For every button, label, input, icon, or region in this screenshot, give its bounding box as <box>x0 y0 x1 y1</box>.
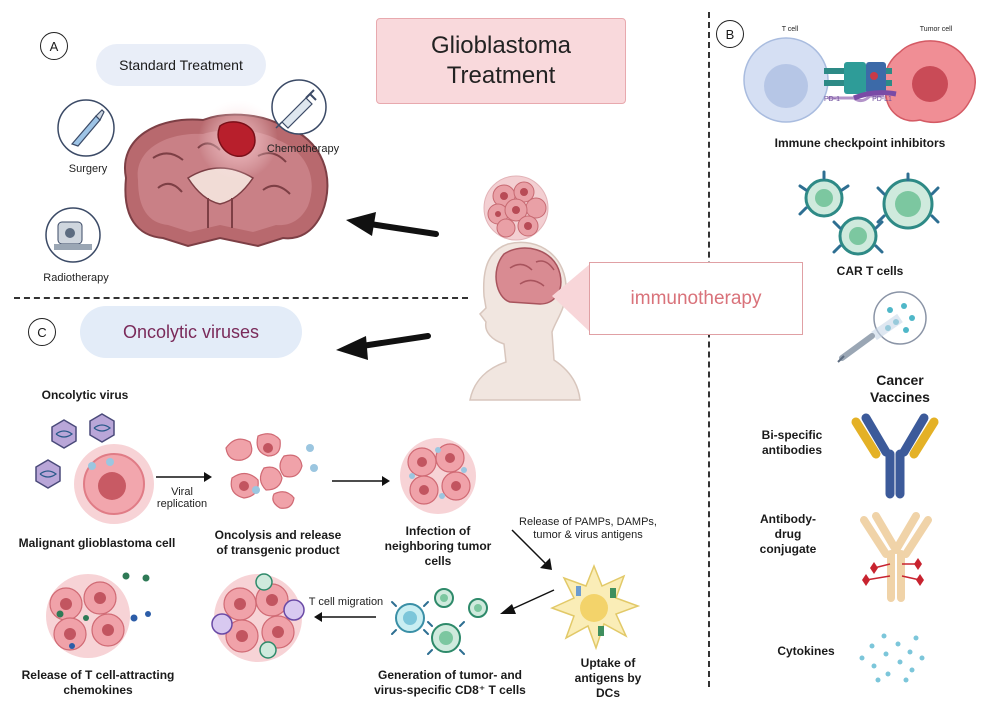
viral-line-1: Viral <box>171 486 193 498</box>
human-head-silhouette <box>469 241 581 401</box>
bispecific-line-2: antibodies <box>761 443 822 457</box>
cancer-vaccines-label: Cancer Vaccines <box>852 372 948 406</box>
arrow-to-standard-treatment <box>346 212 439 237</box>
antibody-drug-conjugate-illustration <box>860 512 932 602</box>
t-cell-label: T cell <box>781 26 799 33</box>
uptake-line-3: DCs <box>595 686 620 700</box>
title-line-2: Treatment <box>446 62 556 89</box>
panel-b-letter: B <box>716 20 744 48</box>
adc-line-3: conjugate <box>759 542 817 556</box>
vaccines-line-1: Cancer <box>876 372 924 388</box>
bispecific-antibodies-label: Bi-specific antibodies <box>744 428 840 458</box>
radiotherapy-machine-icon <box>45 207 101 263</box>
infection-label: Infection of neighboring tumor cells <box>384 524 492 569</box>
chemotherapy-label: Chemotherapy <box>266 143 340 155</box>
oncolytic-virus-infecting-cell <box>35 413 154 524</box>
syringe-icon <box>271 79 327 135</box>
adc-line-2: drug <box>774 527 802 541</box>
t-cell-generation-label: Generation of tumor- and virus-specific … <box>362 668 538 698</box>
pdl1-label: PD-L1 <box>872 96 892 103</box>
oncolytic-viruses-pill: Oncolytic viruses <box>80 306 302 358</box>
tumor-cluster-illustration <box>483 175 549 241</box>
checkpoint-inhibitor-illustration <box>743 37 976 124</box>
panel-c-letter: C <box>28 318 56 346</box>
radiotherapy-label: Radiotherapy <box>43 272 109 284</box>
arrow-to-oncolytic-viruses <box>336 333 431 360</box>
infection-line-2: neighboring tumor <box>384 539 492 553</box>
oncolysis-line-1: Oncolysis and release <box>214 528 342 542</box>
malignant-cell-label: Malignant glioblastoma cell <box>18 536 176 550</box>
surgery-label: Surgery <box>68 163 108 175</box>
vertical-divider <box>708 12 710 687</box>
release-line-2: tumor & virus antigens <box>533 529 643 541</box>
panel-a-letter: A <box>40 32 68 60</box>
adc-line-1: Antibody- <box>760 512 816 526</box>
standard-treatment-pill: Standard Treatment <box>96 44 266 86</box>
arrow-viral-replication <box>156 472 212 482</box>
bispecific-antibody-illustration <box>851 413 939 499</box>
infection-line-1: Infection of <box>405 524 471 538</box>
arrow-to-infection <box>332 476 390 486</box>
release-line-1: Release of PAMPs, DAMPs, <box>519 516 657 528</box>
t-cell-migration-label: T cell migration <box>308 596 384 608</box>
oncolysis-line-2: of transgenic product <box>216 543 340 557</box>
infection-line-3: cells <box>424 554 452 568</box>
car-t-cells-label: CAR T cells <box>836 264 904 278</box>
cytokines-illustration <box>859 633 925 683</box>
t-cells-generation-illustration <box>391 588 488 655</box>
pd1-label: PD-1 <box>824 96 840 103</box>
chemokines-line-2: chemokines <box>63 683 133 697</box>
oncolysis-label: Oncolysis and release of transgenic prod… <box>208 528 348 558</box>
chemokine-release-illustration <box>46 572 151 658</box>
chemokines-label: Release of T cell-attracting chemokines <box>6 668 190 698</box>
arrow-t-cell-migration <box>314 612 376 622</box>
antibody-drug-conjugate-label: Antibody- drug conjugate <box>740 512 836 557</box>
immunotherapy-callout-wedge <box>552 264 590 332</box>
uptake-line-1: Uptake of <box>580 656 636 670</box>
vaccines-line-2: Vaccines <box>870 389 930 405</box>
infected-tumor-cluster <box>400 438 476 514</box>
arrow-to-dendritic-cell <box>511 529 552 570</box>
vaccine-illustration <box>837 291 927 363</box>
main-title-box: Glioblastoma Treatment <box>376 18 626 104</box>
chemokines-line-1: Release of T cell-attracting <box>21 668 175 682</box>
viral-replication-label: Viral replication <box>144 486 220 510</box>
release-pamps-label: Release of PAMPs, DAMPs, tumor & virus a… <box>494 516 682 542</box>
horizontal-divider <box>14 297 468 299</box>
scalpel-icon <box>57 99 115 157</box>
immunotherapy-box: immunotherapy <box>589 262 803 335</box>
cytokines-label: Cytokines <box>777 644 835 658</box>
viral-line-2: replication <box>156 498 208 510</box>
uptake-line-2: antigens by <box>574 671 642 685</box>
arrow-to-t-cell-generation <box>500 589 555 614</box>
uptake-label: Uptake of antigens by DCs <box>560 656 656 701</box>
t-cells-attacking-tumor-illustration <box>211 573 305 662</box>
checkpoint-inhibitors-label: Immune checkpoint inhibitors <box>774 136 946 150</box>
generation-line-2: virus-specific CD8⁺ T cells <box>374 683 526 697</box>
bispecific-line-1: Bi-specific <box>761 428 823 442</box>
oncolytic-virus-label: Oncolytic virus <box>41 388 129 402</box>
dendritic-cell-illustration <box>550 563 641 651</box>
title-line-1: Glioblastoma <box>430 32 572 59</box>
oncolysis-illustration <box>225 433 318 509</box>
car-t-cells-illustration <box>798 170 940 256</box>
tumor-cell-label: Tumor cell <box>919 26 953 33</box>
brain-illustration <box>123 100 329 248</box>
generation-line-1: Generation of tumor- and <box>378 668 522 682</box>
